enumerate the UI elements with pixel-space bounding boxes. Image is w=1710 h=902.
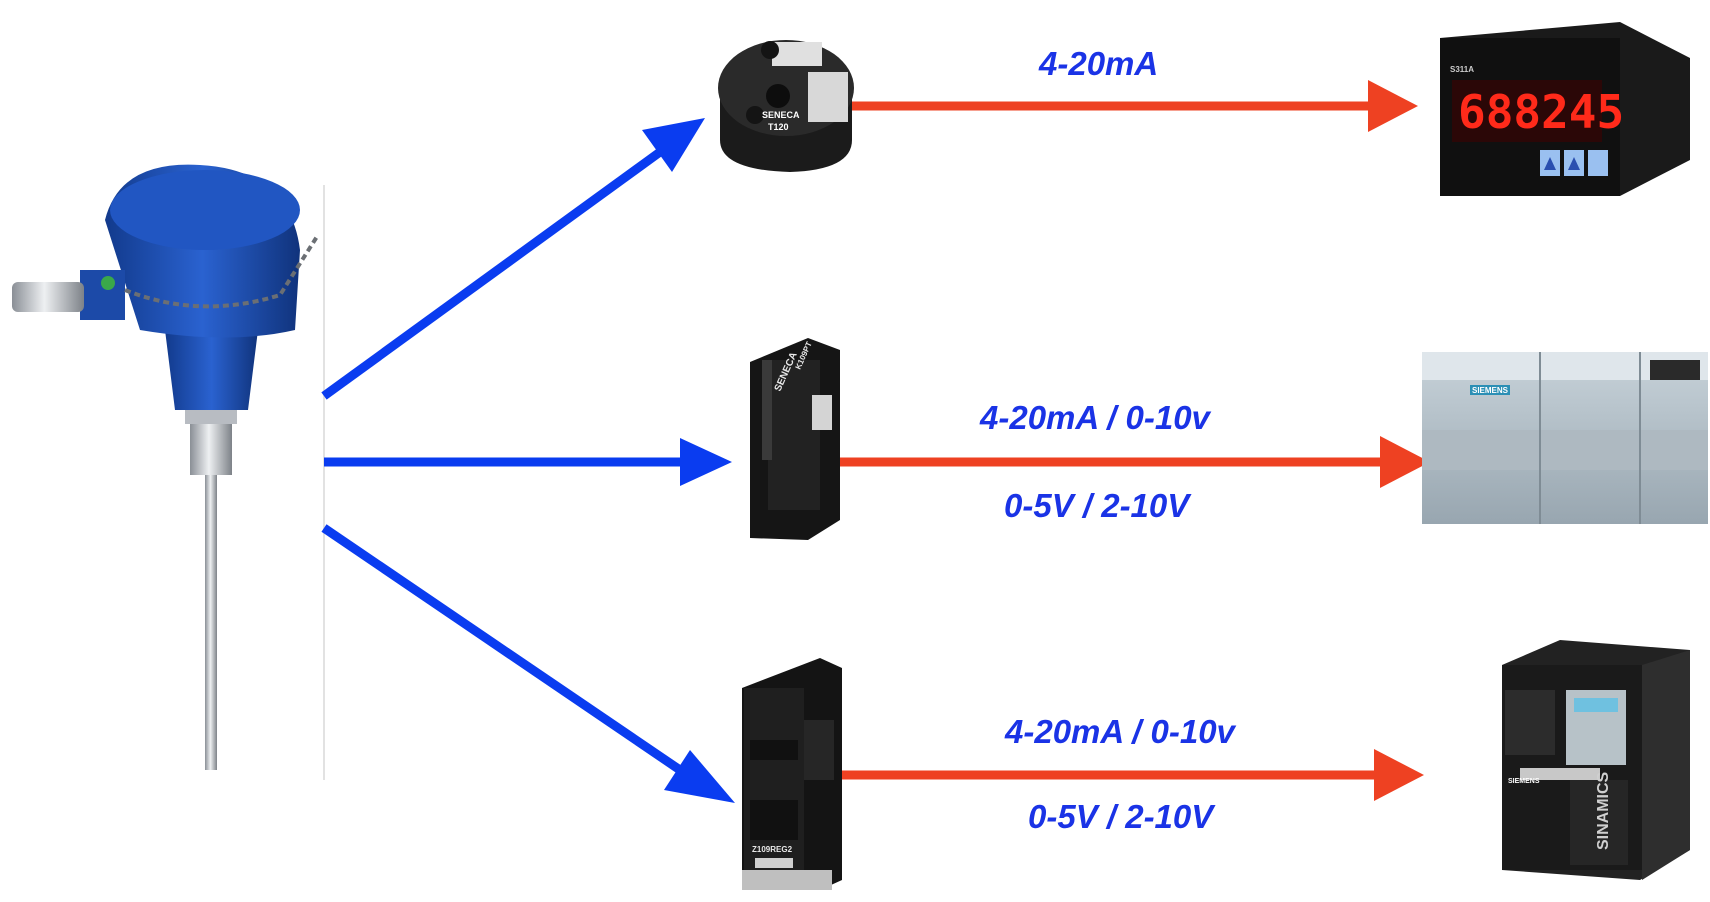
down-button-icon (1544, 157, 1556, 170)
output-arrow-1-head (1368, 80, 1418, 132)
display-meter: 688245 S311A (1440, 22, 1690, 196)
sensor-head-cover (110, 170, 300, 250)
head-transmitter: SENECA T120 (718, 40, 854, 172)
head-transmitter-brand: SENECA (762, 110, 800, 120)
sensor-probe (205, 460, 217, 770)
input-arrow-3-head (664, 750, 735, 803)
din-isolator: SENECA K109PT (750, 338, 840, 540)
din-converter-model: Z109REG2 (752, 845, 793, 854)
input-arrows (321, 118, 735, 803)
signal-label-row1: 4-20mA (1039, 45, 1159, 82)
input-arrow-2-head (680, 438, 732, 486)
output-arrows (836, 80, 1430, 801)
drive-brand: SIEMENS (1508, 778, 1540, 785)
signal-label-row2-top: 4-20mA / 0-10v (980, 399, 1210, 436)
sensor-gland-body (80, 270, 125, 320)
input-arrow-3-shaft (321, 524, 683, 774)
signal-label-row3-top: 4-20mA / 0-10v (1005, 713, 1235, 750)
temperature-sensor (12, 164, 325, 780)
output-arrow-2-head (1380, 436, 1430, 488)
cable-gland (12, 282, 84, 312)
input-arrow-1-head (642, 118, 705, 172)
sensor-nut (185, 408, 237, 424)
head-transmitter-model: T120 (768, 122, 789, 132)
vfd-drive: SIEMENS SINAMICS (1502, 640, 1690, 880)
display-reading: 688245 (1458, 85, 1624, 139)
plc-brand: SIEMENS (1472, 386, 1509, 395)
drive-series: SINAMICS (1595, 771, 1612, 850)
signal-label-row2-bottom: 0-5V / 2-10V (1004, 487, 1190, 524)
input-arrow-1-shaft (321, 148, 663, 400)
sensor-thread (190, 420, 232, 475)
up-button-icon (1568, 157, 1580, 170)
signal-label-row3-bottom: 0-5V / 2-10V (1028, 798, 1214, 835)
ground-screw-icon (101, 276, 115, 290)
sensor-chain (124, 233, 320, 309)
din-converter: Z109REG2 (742, 658, 842, 890)
sensor-neck (165, 330, 258, 410)
output-arrow-3-head (1374, 749, 1424, 801)
plc: SIEMENS (1422, 352, 1708, 524)
display-model: S311A (1450, 65, 1474, 74)
